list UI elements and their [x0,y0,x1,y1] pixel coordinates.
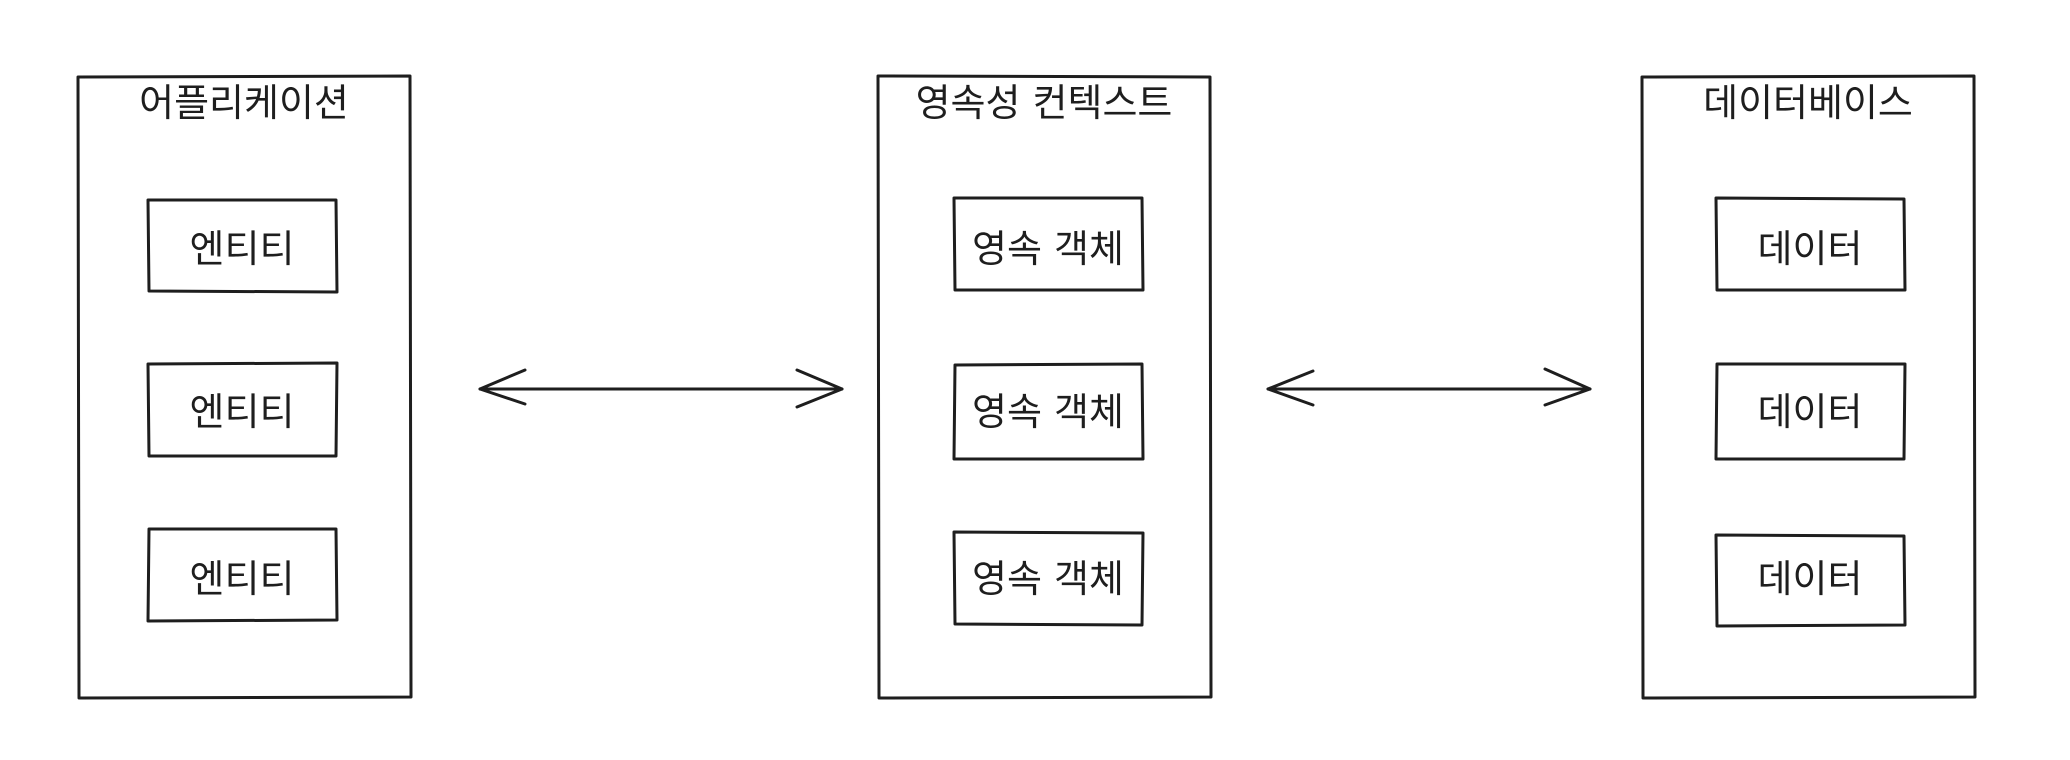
entity-box-2 [146,361,339,458]
database-title: 데이터베이스 [1703,81,1913,125]
entity-label-1: 엔티티 [189,226,295,271]
data-label-2: 데이터 [1757,389,1863,434]
persistence-context-container [876,74,1213,700]
arrow-head-left-2 [1266,369,1315,407]
data-box-2 [1714,362,1907,461]
persistent-object-label-1: 영속 객체 [972,226,1124,271]
entity-label-2: 엔티티 [189,389,295,434]
entity-box-3 [146,527,339,623]
persistent-object-box-3 [952,530,1145,627]
arrow-head-right-2 [1543,367,1592,407]
entity-label-3: 엔티티 [189,556,295,601]
database-container [1640,74,1977,700]
arrow-head-right-1 [795,368,844,409]
application-title: 어플리케이션 [139,81,349,125]
application-container [76,74,413,700]
data-box-1 [1714,196,1907,292]
persistence-context-title: 영속성 컨텍스트 [915,81,1173,125]
arrow-head-left-1 [478,368,527,406]
persistent-object-label-3: 영속 객체 [972,556,1124,601]
data-label-1: 데이터 [1757,226,1863,271]
data-label-3: 데이터 [1757,556,1863,601]
persistent-object-box-1 [952,196,1145,292]
data-box-3 [1714,533,1907,628]
persistent-object-box-2 [952,362,1145,461]
entity-box-1 [146,198,339,294]
persistent-object-label-2: 영속 객체 [972,389,1124,434]
